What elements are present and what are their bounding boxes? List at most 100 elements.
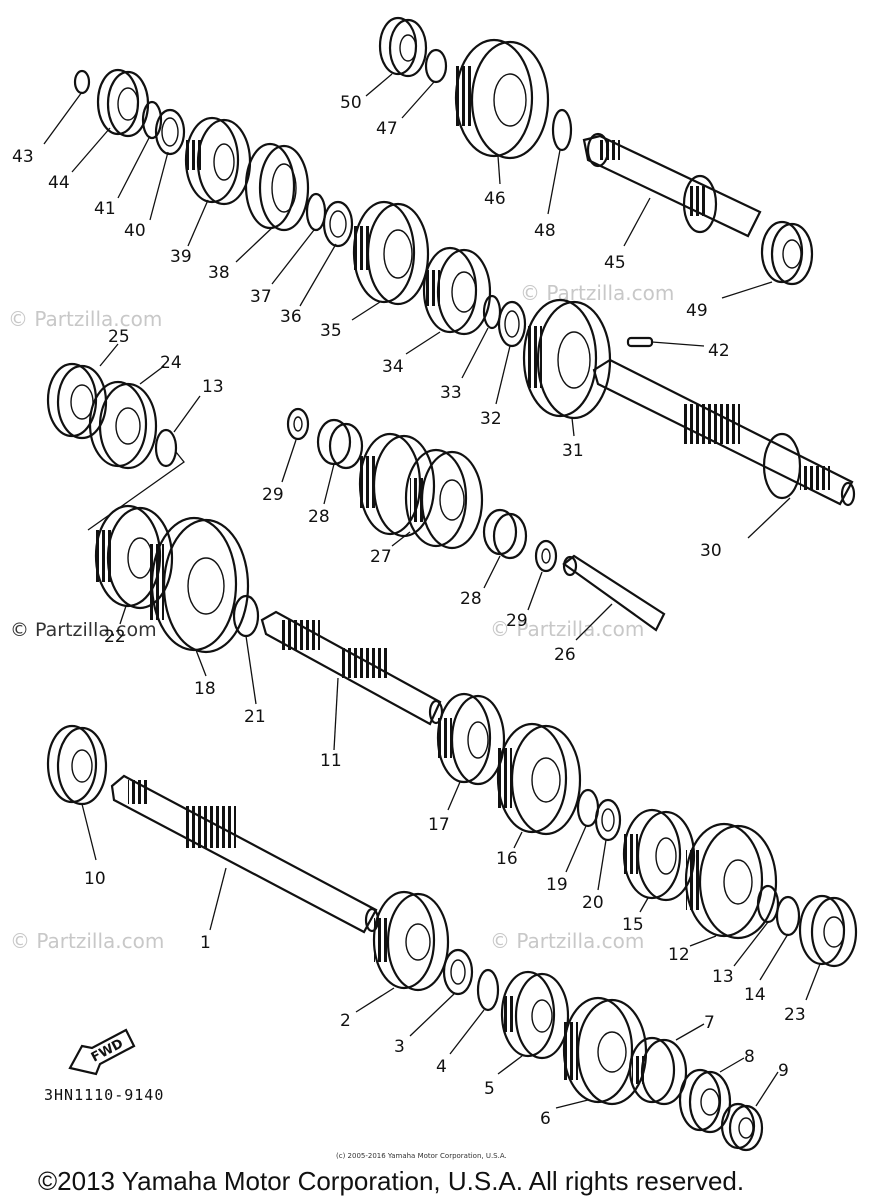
- part-29-washer-lower[interactable]: [534, 539, 558, 573]
- part-17-gear[interactable]: [436, 692, 506, 786]
- callout-33[interactable]: 33: [440, 383, 462, 403]
- callout-27[interactable]: 27: [370, 547, 392, 567]
- part-32-washer[interactable]: [497, 300, 527, 348]
- part-4-circlip[interactable]: [476, 968, 500, 1012]
- callout-14[interactable]: 14: [744, 985, 766, 1005]
- callout-48[interactable]: 48: [534, 221, 556, 241]
- callout-30[interactable]: 30: [700, 541, 722, 561]
- callout-12[interactable]: 12: [668, 945, 690, 965]
- part-42-pin[interactable]: [626, 336, 654, 348]
- part-7-collar[interactable]: [628, 1036, 688, 1106]
- part-43-circlip[interactable]: [73, 69, 91, 95]
- part-50-bearing[interactable]: [378, 16, 428, 78]
- part-38-gear[interactable]: [244, 142, 310, 232]
- part-37-circlip[interactable]: [305, 192, 327, 232]
- callout-7[interactable]: 7: [704, 1013, 715, 1033]
- part-30-main-shaft[interactable]: [592, 358, 856, 507]
- part-27-gear-pair[interactable]: [358, 432, 484, 550]
- part-46-gear[interactable]: [454, 38, 550, 160]
- callout-35[interactable]: 35: [320, 321, 342, 341]
- callout-25[interactable]: 25: [108, 327, 130, 347]
- callout-18[interactable]: 18: [194, 679, 216, 699]
- callout-24[interactable]: 24: [160, 353, 182, 373]
- part-34-gear[interactable]: [422, 246, 492, 336]
- callout-29-lower[interactable]: 29: [506, 611, 528, 631]
- part-18-gear[interactable]: [150, 516, 250, 654]
- callout-22[interactable]: 22: [104, 627, 126, 647]
- part-6-gear[interactable]: [562, 996, 648, 1106]
- callout-42[interactable]: 42: [708, 341, 730, 361]
- callout-44[interactable]: 44: [48, 173, 70, 193]
- callout-13-upper[interactable]: 13: [202, 377, 224, 397]
- callout-15[interactable]: 15: [622, 915, 644, 935]
- callout-19[interactable]: 19: [546, 875, 568, 895]
- part-1-main-shaft[interactable]: [110, 774, 380, 934]
- callout-46[interactable]: 46: [484, 189, 506, 209]
- callout-16[interactable]: 16: [496, 849, 518, 869]
- part-49-bearing[interactable]: [760, 220, 814, 286]
- callout-37[interactable]: 37: [250, 287, 272, 307]
- callout-5[interactable]: 5: [484, 1079, 495, 1099]
- callout-6[interactable]: 6: [540, 1109, 551, 1129]
- part-47-washer[interactable]: [424, 48, 448, 84]
- part-13-circlip-upper[interactable]: [154, 428, 178, 468]
- part-2-gear[interactable]: [372, 890, 450, 992]
- callout-49[interactable]: 49: [686, 301, 708, 321]
- callout-13-lower[interactable]: 13: [712, 967, 734, 987]
- callout-43[interactable]: 43: [12, 147, 34, 167]
- callout-26[interactable]: 26: [554, 645, 576, 665]
- callout-41[interactable]: 41: [94, 199, 116, 219]
- part-29-washer-upper[interactable]: [286, 407, 310, 441]
- part-9-nut[interactable]: [720, 1102, 764, 1152]
- part-40-washer[interactable]: [154, 108, 186, 156]
- callout-36[interactable]: 36: [280, 307, 302, 327]
- part-14-washer[interactable]: [775, 895, 801, 937]
- callout-38[interactable]: 38: [208, 263, 230, 283]
- part-35-gear[interactable]: [352, 200, 430, 306]
- part-28-bushing-upper[interactable]: [316, 418, 364, 470]
- part-12-gear[interactable]: [684, 822, 778, 940]
- callout-28-lower[interactable]: 28: [460, 589, 482, 609]
- callout-21[interactable]: 21: [244, 707, 266, 727]
- callout-4[interactable]: 4: [436, 1057, 447, 1077]
- part-26-shift-shaft[interactable]: [562, 554, 666, 632]
- part-39-gear[interactable]: [184, 116, 252, 206]
- callout-8[interactable]: 8: [744, 1047, 755, 1067]
- callout-40[interactable]: 40: [124, 221, 146, 241]
- part-5-gear[interactable]: [500, 970, 570, 1060]
- callout-20[interactable]: 20: [582, 893, 604, 913]
- callout-23[interactable]: 23: [784, 1005, 806, 1025]
- part-36-washer[interactable]: [322, 200, 354, 248]
- callout-47[interactable]: 47: [376, 119, 398, 139]
- part-16-gear[interactable]: [496, 722, 582, 836]
- callout-2[interactable]: 2: [340, 1011, 351, 1031]
- callout-45[interactable]: 45: [604, 253, 626, 273]
- callout-31[interactable]: 31: [562, 441, 584, 461]
- part-48-circlip[interactable]: [551, 108, 573, 152]
- callout-29-upper[interactable]: 29: [262, 485, 284, 505]
- callout-50[interactable]: 50: [340, 93, 362, 113]
- callout-11[interactable]: 11: [320, 751, 342, 771]
- part-24-bearing[interactable]: [88, 380, 158, 470]
- part-20-washer[interactable]: [594, 798, 622, 842]
- part-3-washer[interactable]: [442, 948, 474, 996]
- part-31-gear[interactable]: [522, 298, 612, 420]
- part-15-gear[interactable]: [622, 808, 696, 902]
- callout-28-upper[interactable]: 28: [308, 507, 330, 527]
- callout-9[interactable]: 9: [778, 1061, 789, 1081]
- callout-39[interactable]: 39: [170, 247, 192, 267]
- part-25-bearing[interactable]: [46, 362, 108, 440]
- part-45-shaft[interactable]: [582, 132, 762, 238]
- callout-34[interactable]: 34: [382, 357, 404, 377]
- part-41-circlip[interactable]: [141, 100, 163, 140]
- part-10-bearing[interactable]: [46, 724, 108, 806]
- part-8-bearing[interactable]: [678, 1068, 732, 1134]
- part-44-bearing[interactable]: [96, 68, 150, 138]
- callout-17[interactable]: 17: [428, 815, 450, 835]
- callout-32[interactable]: 32: [480, 409, 502, 429]
- part-28-bushing-lower[interactable]: [482, 508, 528, 560]
- callout-1[interactable]: 1: [200, 933, 211, 953]
- part-11-counter-shaft[interactable]: [260, 610, 444, 726]
- callout-10[interactable]: 10: [84, 869, 106, 889]
- part-23-bearing[interactable]: [798, 894, 858, 968]
